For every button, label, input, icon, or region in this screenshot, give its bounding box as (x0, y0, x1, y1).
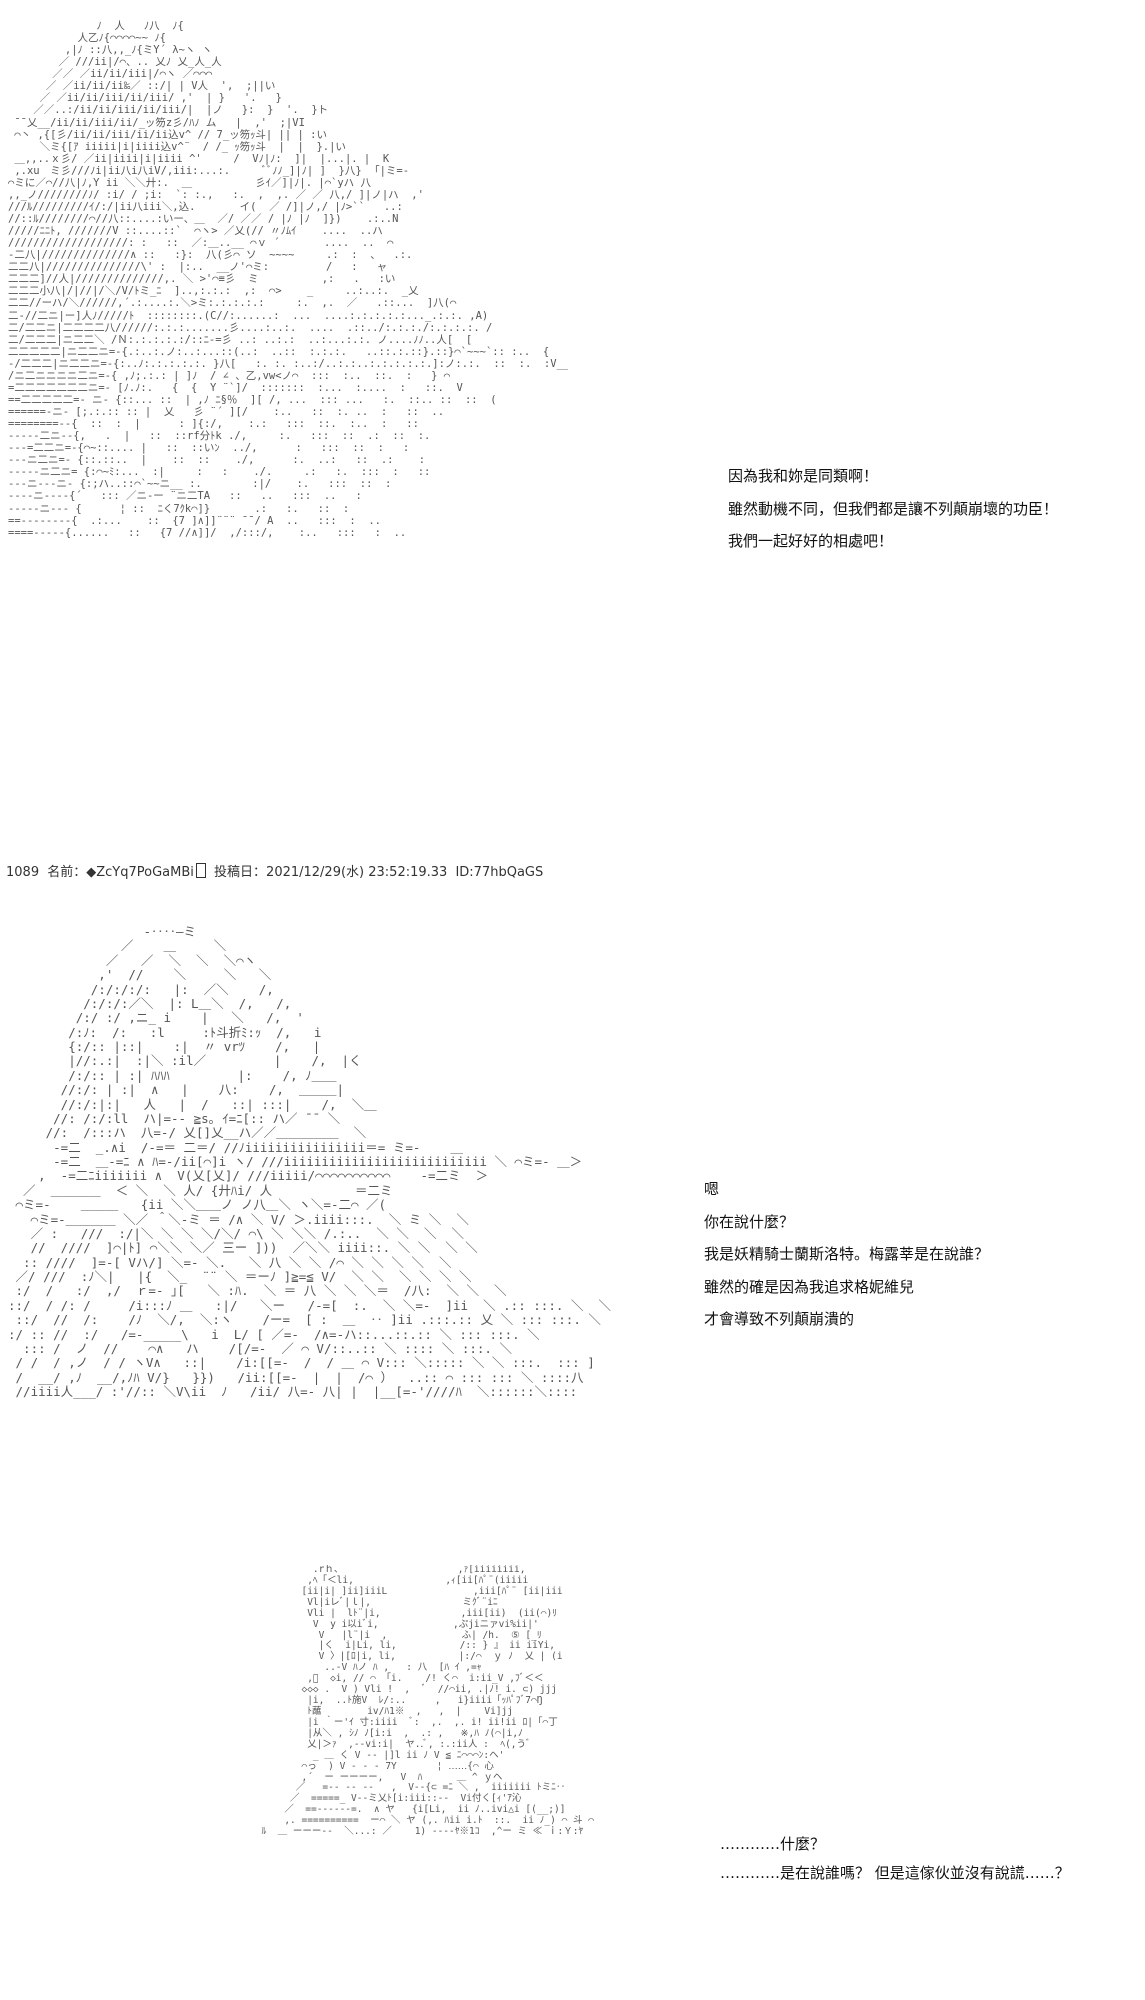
dialogue-block-2: 嗯 你在說什麼？ 我是妖精騎士蘭斯洛特。梅露莘是在說誰？ 雖然的確是因為我追求格… (704, 1175, 989, 1334)
dialogue-line: 雖然動機不同，但我們都是讓不列顛崩壞的功臣！ (728, 499, 1059, 518)
dialogue-line: 才會導致不列顛崩潰的 (704, 1310, 855, 1328)
dialogue-block-1: 因為我和妳是同類啊！ 雖然動機不同，但我們都是讓不列顛崩壞的功臣！ 我們一起好好… (728, 462, 1058, 556)
post-date-label: 投稿日： (214, 865, 267, 880)
dialogue-line: …………什麼？ (720, 1835, 826, 1853)
post-name-label: 名前： (47, 865, 87, 880)
ascii-art-woman-long-hair: ﾉ 人 ﾉ八 ﾉ{ 人乙ﾉ{⌒⌒⌒⌒~~ ﾉ{ ,|ﾉ ::八,,_ﾉ{ミY´ … (8, 20, 568, 539)
box-icon (195, 863, 206, 878)
dialogue-line: 因為我和妳是同類啊！ (728, 467, 879, 485)
dialogue-line: …………是在說誰嗎？ 但是這傢伙並沒有說謊……？ (720, 1863, 1070, 1882)
ascii-art-rabbit-eared-girl: .rｈ、 ,ｧ[iiiiiiii, ,ﾍ「＜li, ,ｨ[ii[ﾊﾟ¨(iiii… (261, 1565, 594, 1838)
dialogue-line: 嗯 (704, 1180, 720, 1198)
dialogue-line: 雖然的確是因為我追求格妮維兒 (704, 1277, 915, 1296)
post-author-name[interactable]: ◆ZcYq7PoGaMBi (86, 865, 194, 880)
dialogue-line: 我是妖精騎士蘭斯洛特。梅露莘是在說誰？ (704, 1245, 990, 1263)
ascii-art-knight-lancelot: -‥‥―ミ ／ ＿ ＼ ／ ／ ＼ ＼ ＼⌒ヽ ,' // ＼ ＼ ＼ /:/:… (8, 925, 611, 1399)
post-date: 2021/12/29(水) 23:52:19.33 (266, 865, 448, 880)
dialogue-line: 我們一起好好的相處吧！ (728, 532, 894, 550)
dialogue-line: 你在說什麼？ (704, 1212, 795, 1231)
post-header: 1089 名前：◆ZcYq7PoGaMBi 投稿日：2021/12/29(水) … (6, 861, 543, 880)
dialogue-block-3: …………什麼？ …………是在說誰嗎？ 但是這傢伙並沒有說謊……？ (720, 1830, 1070, 1887)
post-id[interactable]: ID:77hbQaGS (455, 865, 544, 880)
post-number: 1089 (6, 865, 40, 880)
